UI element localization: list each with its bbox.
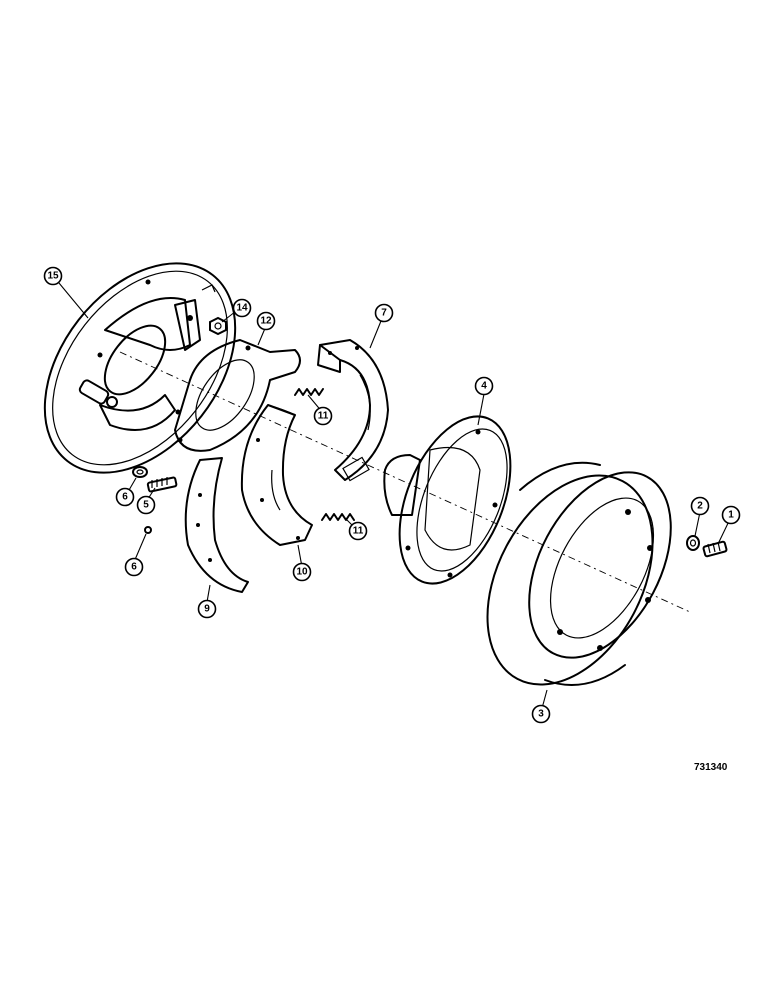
svg-text:7: 7 — [381, 308, 387, 319]
svg-text:6: 6 — [122, 492, 128, 503]
callout-9: 9 — [197, 599, 217, 619]
return-spring-lower-drawing — [321, 513, 355, 521]
svg-text:5: 5 — [143, 500, 149, 511]
return-spring-upper-drawing — [294, 388, 324, 396]
svg-text:1: 1 — [728, 510, 734, 521]
callout-11-lower: 11 — [348, 521, 368, 541]
callout-4: 4 — [474, 376, 494, 396]
svg-text:12: 12 — [260, 316, 272, 327]
callout-6-lower: 6 — [124, 557, 144, 577]
callout-15: 15 — [43, 266, 63, 286]
svg-text:3: 3 — [538, 709, 544, 720]
svg-text:11: 11 — [353, 526, 364, 537]
washer-drawing — [132, 466, 148, 478]
callout-5: 5 — [136, 495, 156, 515]
hub-drawing — [383, 415, 512, 585]
leader-lines — [58, 282, 732, 713]
svg-text:14: 14 — [236, 303, 248, 314]
brake-lining-drawing — [184, 457, 249, 593]
rivet-drawing — [144, 526, 152, 534]
bolt-drawing — [146, 476, 178, 493]
upper-brake-shoe-drawing — [317, 339, 389, 482]
callout-3: 3 — [531, 704, 551, 724]
svg-text:10: 10 — [296, 567, 308, 578]
brake-drum-drawing — [486, 461, 672, 686]
svg-text:9: 9 — [204, 604, 210, 615]
svg-text:11: 11 — [318, 411, 329, 422]
callout-14: 14 — [232, 298, 252, 318]
drum-bolt-drawing — [702, 540, 728, 558]
callout-10: 10 — [292, 562, 312, 582]
svg-text:4: 4 — [481, 381, 487, 392]
anchor-plate-drawing — [174, 339, 301, 452]
svg-text:2: 2 — [697, 501, 703, 512]
svg-text:6: 6 — [131, 562, 137, 573]
backing-plate-drawing — [43, 262, 237, 474]
svg-text:15: 15 — [47, 271, 59, 282]
callout-11-upper: 11 — [313, 406, 333, 426]
drawing-number: 731340 — [694, 762, 728, 773]
callout-1: 1 — [721, 505, 741, 525]
callout-6-upper: 6 — [115, 487, 135, 507]
callout-12: 12 — [256, 311, 276, 331]
lower-brake-shoe-drawing — [240, 404, 313, 546]
callout-7: 7 — [374, 303, 394, 323]
callout-2: 2 — [690, 496, 710, 516]
drum-washer-drawing — [686, 535, 700, 551]
